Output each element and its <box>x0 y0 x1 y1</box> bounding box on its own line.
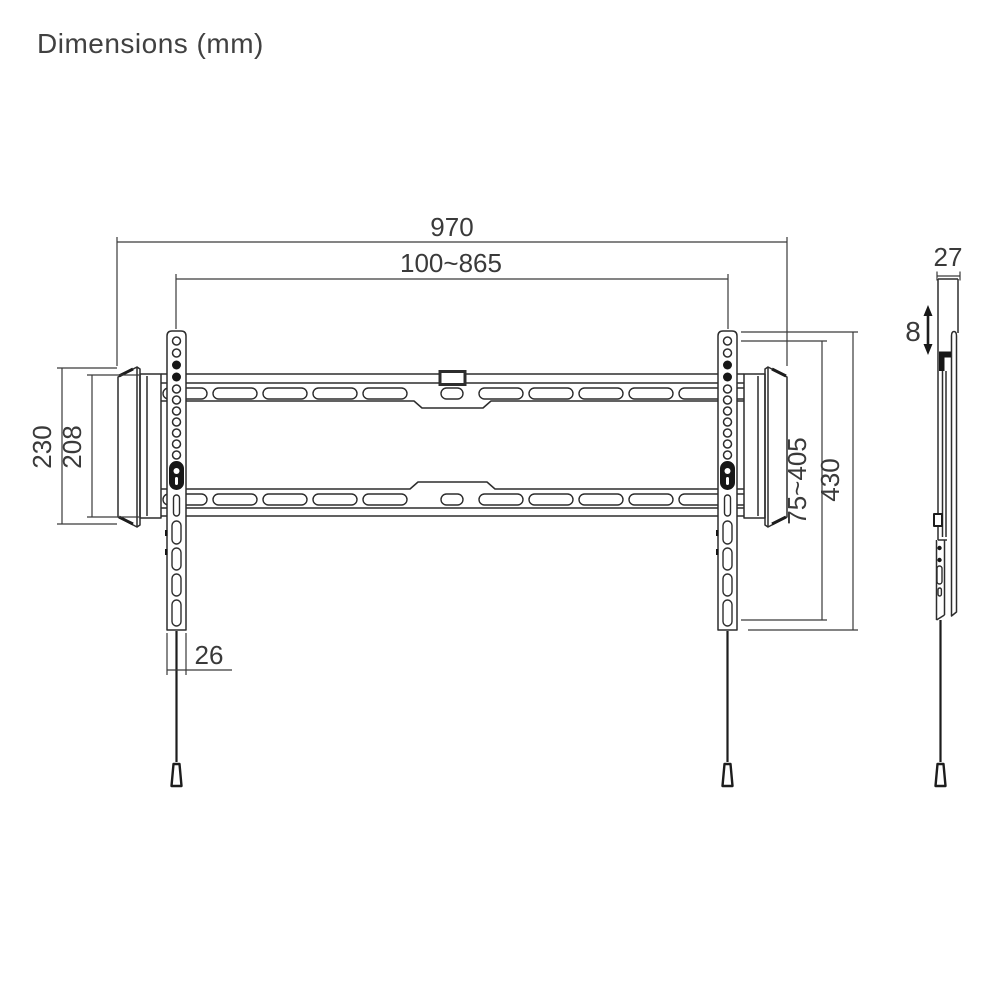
right-end-cap <box>743 366 788 528</box>
left-end-cap <box>117 366 162 528</box>
rail-slots-bottom <box>162 493 754 506</box>
dimension-endcap-height: 230 <box>27 367 117 525</box>
dimension-vesa-width-range: 100~865 <box>175 248 729 329</box>
vesa-bracket-right <box>715 330 738 631</box>
dim-bracket-width-label: 26 <box>195 640 224 670</box>
dim-plate-offset-label: 8 <box>905 316 921 347</box>
side-lower-strip <box>935 540 946 621</box>
arrow-down-icon <box>923 344 933 355</box>
dimension-bracket-height: 430 <box>741 331 858 631</box>
side-bottom-hook <box>933 513 943 527</box>
dimension-depth: 27 <box>934 242 963 281</box>
dim-total-width-label: 970 <box>430 212 473 242</box>
dim-endcap-height-label: 230 <box>27 425 57 468</box>
dim-vesa-height-label: 75~405 <box>782 437 812 524</box>
side-view <box>933 278 959 788</box>
pull-cord-side <box>934 620 947 788</box>
rail-slots-top <box>162 387 754 400</box>
arrow-up-icon <box>923 305 933 316</box>
vesa-bracket-left <box>164 330 187 631</box>
dimension-plate-offset: 8 <box>905 305 933 355</box>
side-plate-profile <box>950 330 958 617</box>
dimension-total-width: 970 <box>116 212 788 366</box>
dimension-endcap-inner-height: 208 <box>57 374 139 518</box>
pull-cord-right <box>721 631 734 788</box>
center-lock-clip <box>438 370 467 386</box>
dim-vesa-width-label: 100~865 <box>400 248 502 278</box>
dim-depth-label: 27 <box>934 242 963 272</box>
front-view <box>117 330 788 788</box>
dimension-bracket-width: 26 <box>166 633 232 675</box>
dim-bracket-height-label: 430 <box>815 458 845 501</box>
dimension-vesa-height-range: 75~405 <box>741 340 827 621</box>
side-top-hook <box>939 351 951 371</box>
wall-rail-bottom <box>161 481 754 517</box>
page-title: Dimensions (mm) <box>37 28 264 59</box>
dim-endcap-inner-height-label: 208 <box>57 425 87 468</box>
pull-cord-left <box>170 631 183 788</box>
